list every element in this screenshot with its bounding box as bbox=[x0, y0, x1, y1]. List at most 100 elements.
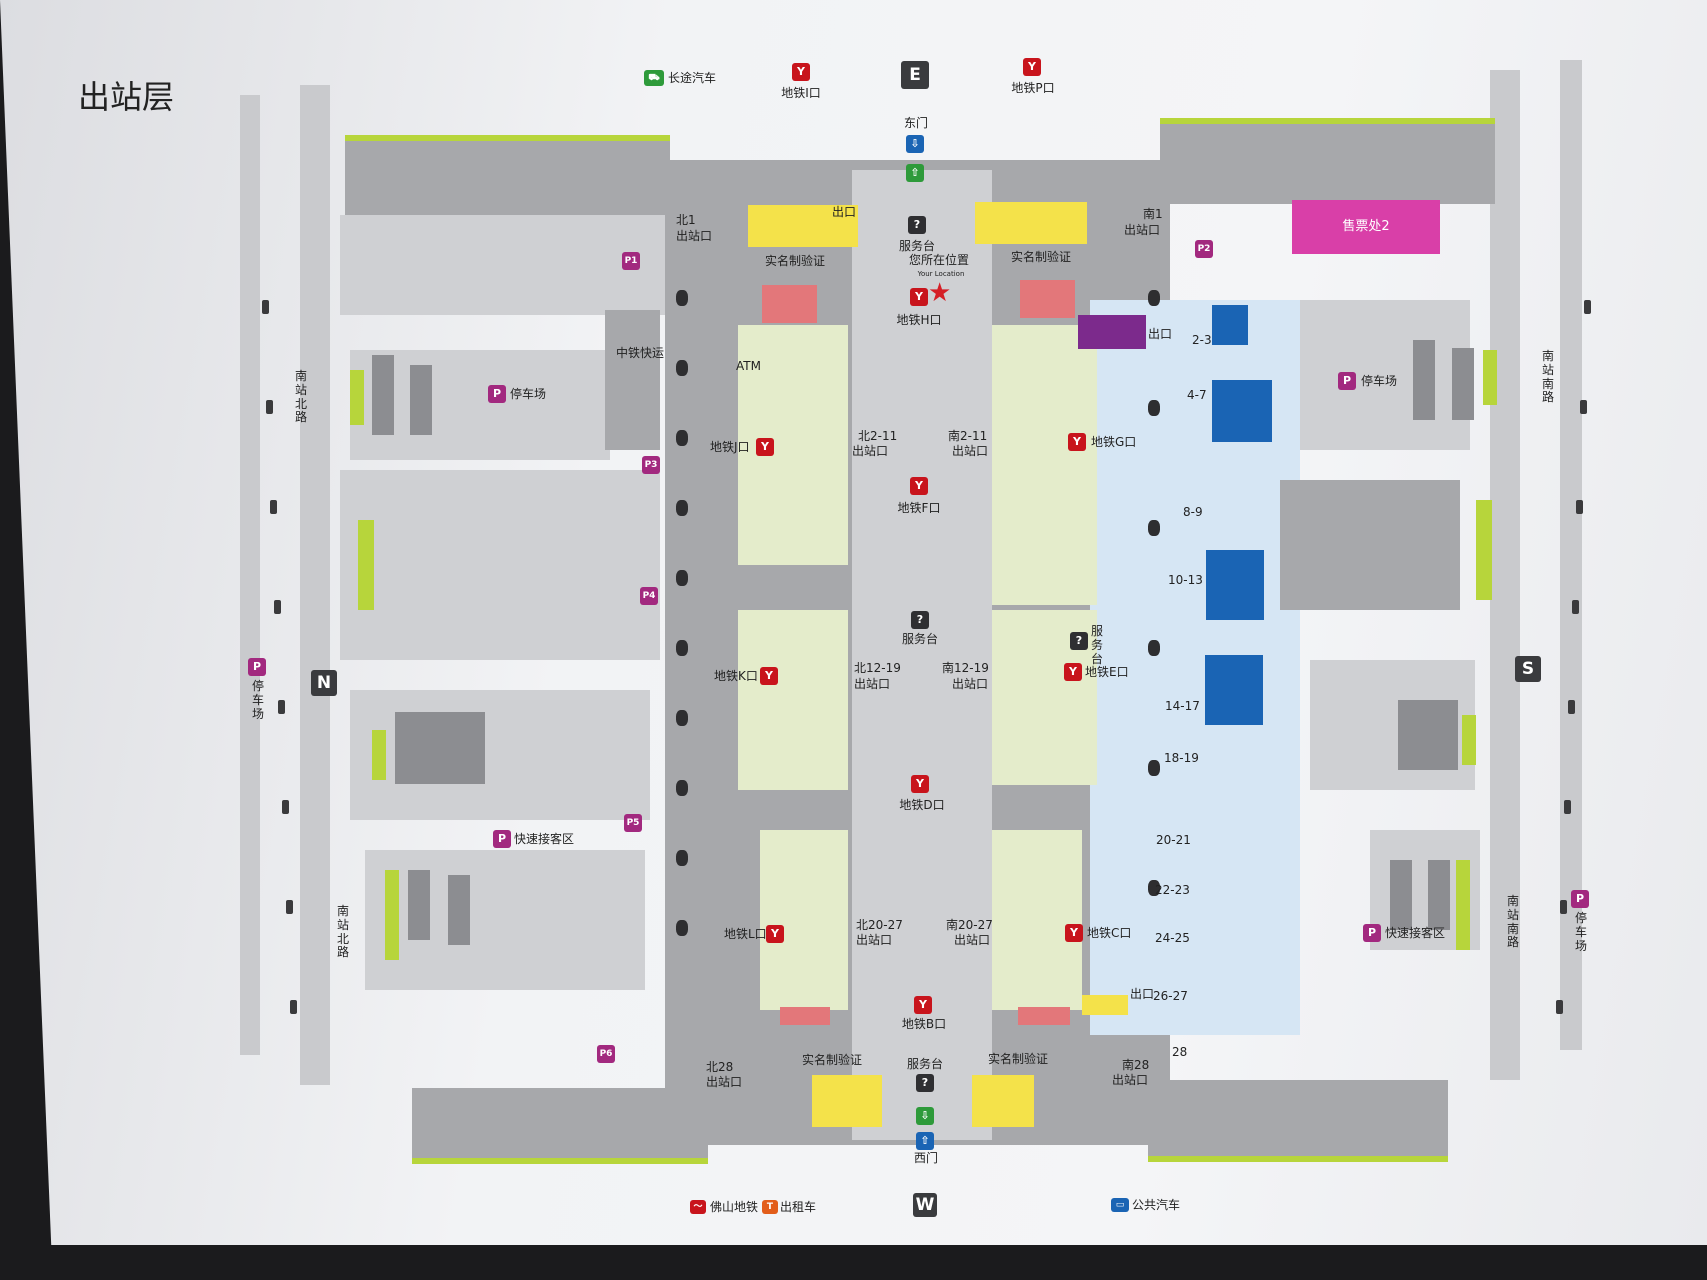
south-exit-small-label-2: 出口 bbox=[1130, 987, 1155, 1001]
south-exit-hall-20-27 bbox=[992, 830, 1082, 1010]
road-marking bbox=[1576, 500, 1583, 514]
south-exit-28-label: 南28 bbox=[1122, 1058, 1150, 1072]
platform-label: 4-7 bbox=[1187, 388, 1207, 402]
pillar bbox=[1148, 520, 1160, 536]
parking-badge-p4: P4 bbox=[640, 587, 658, 605]
metro-g-label: 地铁G口 bbox=[1091, 435, 1137, 449]
road-marking bbox=[282, 800, 289, 814]
metro-p-icon: Y bbox=[1023, 58, 1041, 76]
parking-badge-p1: P1 bbox=[622, 252, 640, 270]
pillar bbox=[676, 920, 688, 936]
north-exit-1-sub: 出站口 bbox=[676, 229, 713, 243]
north-exit-20-27-label: 北20-27 bbox=[856, 918, 903, 932]
north-exit-28-sub: 出站口 bbox=[706, 1075, 743, 1089]
metro-c-label: 地铁C口 bbox=[1087, 926, 1132, 940]
service-desk-south-icon: ? bbox=[1070, 632, 1088, 650]
corner-building-se bbox=[1148, 1080, 1448, 1162]
parking-far-east-label: 停车场 bbox=[1574, 911, 1587, 953]
south-exit-1-sub: 出站口 bbox=[1124, 223, 1161, 237]
north-exit-2-11-sub: 出站口 bbox=[852, 444, 889, 458]
you-are-here-star-icon: ★ bbox=[928, 278, 952, 308]
parking-far-east-icon: P bbox=[1571, 890, 1589, 908]
service-desk-bottom-icon: ? bbox=[916, 1074, 934, 1092]
north-west-block bbox=[340, 215, 665, 315]
parking-east-label: 停车场 bbox=[1361, 374, 1398, 388]
parking-badge-p6: P6 bbox=[597, 1045, 615, 1063]
corner-building-nw bbox=[345, 135, 670, 219]
express-freight-label: 中铁快运 bbox=[616, 346, 665, 360]
south-station-north-road-1: 南站北路 bbox=[294, 369, 307, 425]
west-garage-3 bbox=[395, 712, 485, 784]
east-gate-entrance-icon[interactable]: ⇩ bbox=[906, 135, 924, 153]
counter-ne bbox=[1020, 280, 1075, 318]
west-greenbar-2 bbox=[358, 520, 374, 610]
metro-d-icon: Y bbox=[911, 775, 929, 793]
service-desk-top-label: 服务台 bbox=[898, 239, 936, 253]
pillar bbox=[676, 710, 688, 726]
ticket-office-label: 售票处2 bbox=[1342, 219, 1390, 234]
foshan-metro-icon: 〜 bbox=[690, 1200, 706, 1214]
metro-k-label: 地铁K口 bbox=[714, 669, 758, 683]
service-desk-bottom-label: 服务台 bbox=[906, 1057, 944, 1071]
real-name-check-sw: 实名制验证 bbox=[801, 1053, 863, 1067]
service-desk-mid-icon: ? bbox=[911, 611, 929, 629]
service-desk-mid-label: 服务台 bbox=[901, 632, 939, 646]
east-greenbar-2 bbox=[1476, 500, 1492, 600]
south-east-hall bbox=[1280, 480, 1460, 610]
road-marking bbox=[1572, 600, 1579, 614]
west-greenbar-1 bbox=[350, 370, 364, 425]
security-zone-sw bbox=[812, 1075, 882, 1127]
metro-e-label: 地铁E口 bbox=[1085, 665, 1129, 679]
parking-far-west-icon: P bbox=[248, 658, 266, 676]
pillar bbox=[1148, 290, 1160, 306]
map-board: 出站层 bbox=[0, 0, 1707, 1245]
metro-j-label: 地铁J口 bbox=[710, 440, 750, 454]
counter-se bbox=[1018, 1007, 1070, 1025]
pillar bbox=[1148, 880, 1160, 896]
south-exit-28-sub: 出站口 bbox=[1112, 1073, 1149, 1087]
south-exit-hall-2-11 bbox=[992, 325, 1097, 605]
east-greenbar-4 bbox=[1456, 860, 1470, 950]
road-marking bbox=[266, 400, 273, 414]
north-exit-hall-20-27 bbox=[760, 830, 848, 1010]
platform-access-4-7 bbox=[1212, 380, 1272, 442]
south-exit-20-27-sub: 出站口 bbox=[954, 933, 991, 947]
west-gate-exit-icon[interactable]: ⇩ bbox=[916, 1107, 934, 1125]
platform-label: 14-17 bbox=[1165, 699, 1200, 713]
pillar bbox=[676, 290, 688, 306]
metro-g-icon: Y bbox=[1068, 433, 1086, 451]
south-exit-2-11-sub: 出站口 bbox=[952, 444, 989, 458]
parking-west-icon: P bbox=[488, 385, 506, 403]
south-station-north-road-2: 南站北路 bbox=[336, 904, 349, 960]
north-exit-28-label: 北28 bbox=[706, 1060, 734, 1074]
taxi-icon: T bbox=[762, 1200, 778, 1214]
east-garage-4 bbox=[1390, 860, 1412, 930]
west-gate-entrance-icon[interactable]: ⇧ bbox=[916, 1132, 934, 1150]
north-exit-1-label: 北1 bbox=[676, 213, 696, 227]
east-gate-exit-icon[interactable]: ⇧ bbox=[906, 164, 924, 182]
page-title: 出站层 bbox=[78, 78, 175, 116]
real-name-check-se: 实名制验证 bbox=[987, 1052, 1049, 1066]
road-marking bbox=[286, 900, 293, 914]
metro-b-icon: Y bbox=[914, 996, 932, 1014]
platform-access-2-3 bbox=[1212, 305, 1248, 345]
outer-road-left bbox=[240, 95, 260, 1055]
south-east-block bbox=[1300, 300, 1470, 450]
road-marking bbox=[262, 300, 269, 314]
east-garage-2 bbox=[1452, 348, 1474, 420]
parking-far-west-label: 停车场 bbox=[251, 679, 264, 721]
metro-e-icon: Y bbox=[1064, 663, 1082, 681]
pillar bbox=[676, 500, 688, 516]
east-gate-label: 东门 bbox=[903, 116, 929, 130]
north-exit-12-19-sub: 出站口 bbox=[854, 677, 891, 691]
pillar bbox=[676, 360, 688, 376]
ticket-office-2[interactable]: 售票处2 bbox=[1292, 200, 1440, 254]
taxi-label: 出租车 bbox=[780, 1200, 817, 1214]
north-exit-2-11-label: 北2-11 bbox=[858, 429, 898, 443]
road-marking bbox=[1580, 400, 1587, 414]
road-marking bbox=[274, 600, 281, 614]
south-station-south-road-1: 南站南路 bbox=[1541, 349, 1554, 405]
pillar bbox=[676, 850, 688, 866]
west-gate-label: 西门 bbox=[913, 1151, 939, 1165]
road-marking bbox=[1556, 1000, 1563, 1014]
